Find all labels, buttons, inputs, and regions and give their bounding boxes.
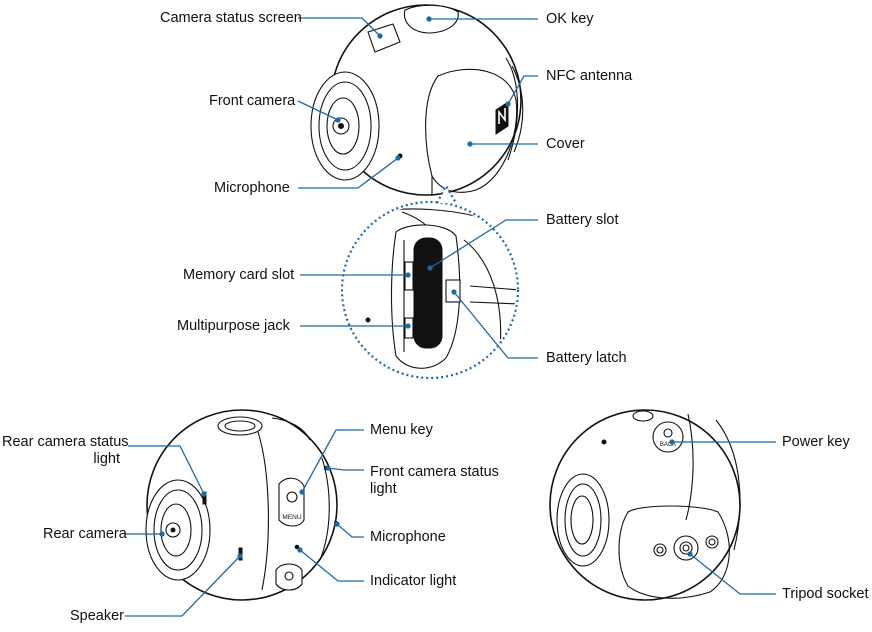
label-microphone-bottom: Microphone: [370, 529, 446, 545]
label-tripod-socket: Tripod socket: [782, 586, 869, 602]
label-menu-key: Menu key: [370, 422, 433, 438]
indicator-light: [294, 544, 300, 550]
label-rear-camera-status-light-line2: light: [93, 451, 120, 467]
label-microphone-top: Microphone: [214, 180, 290, 196]
label-speaker: Speaker: [70, 608, 125, 624]
label-cover: Cover: [546, 136, 585, 152]
label-battery-latch: Battery latch: [546, 350, 627, 366]
label-rear-camera: Rear camera: [43, 526, 127, 542]
tripod-socket: [673, 535, 699, 561]
label-front-camera-status-light: Front camera status light: [370, 464, 499, 498]
battery-slot: [413, 237, 443, 349]
leader-lines: [125, 16, 776, 617]
top-camera: [310, 4, 524, 196]
label-rear-camera-status-light-line1: Rear camera status: [2, 434, 129, 450]
label-ok-key: OK key: [546, 11, 594, 27]
label-memory-card-slot: Memory card slot: [183, 267, 295, 283]
nfc-antenna-icon: [495, 101, 509, 135]
label-nfc-antenna: NFC antenna: [546, 68, 633, 84]
label-front-camera-status-light-line2: light: [370, 481, 397, 497]
battery-detail: [340, 183, 520, 380]
label-indicator-light: Indicator light: [370, 573, 457, 589]
power-key-mark: BACK: [660, 442, 676, 448]
label-multipurpose-jack: Multipurpose jack: [177, 318, 290, 334]
label-front-camera: Front camera: [209, 93, 296, 109]
label-power-key: Power key: [782, 434, 850, 450]
label-rear-camera-status-light: Rear camera status light: [2, 434, 129, 468]
rear-camera-view: MENU: [145, 409, 338, 601]
bottom-camera-view: BACK: [549, 409, 741, 601]
status-screen-shape: [367, 23, 401, 53]
cover-outline: [425, 68, 518, 193]
label-front-camera-status-light-line1: Front camera status: [370, 464, 499, 480]
menu-key-mark: MENU: [282, 514, 301, 521]
label-camera-status-screen: Camera status screen: [160, 10, 302, 26]
label-battery-slot: Battery slot: [546, 212, 619, 228]
